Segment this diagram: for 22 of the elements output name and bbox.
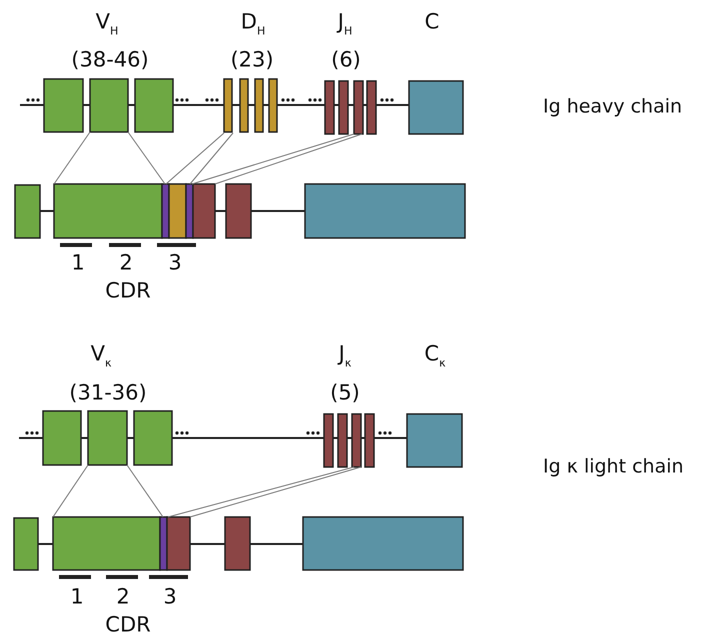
gene-segment-label: D$_{H}$ [240, 12, 266, 32]
gene-segment-label: C$_{κ}$ [424, 344, 446, 364]
gene-segment-label: J$_{κ}$ [338, 344, 352, 364]
gene-segment-label: J$_{H}$ [338, 12, 352, 32]
segment-count: (23) [230, 50, 274, 70]
cdr-number: 3 [168, 252, 182, 274]
gene-segment-label: V$_{κ}$ [90, 344, 112, 364]
segment-count: (31-36) [69, 382, 147, 404]
gene-segment-label: C [424, 12, 440, 32]
segment-count: (6) [331, 50, 361, 70]
cdr-number: 1 [70, 586, 84, 608]
cdr-label: CDR [105, 614, 151, 636]
chain-name: Ig heavy chain [543, 98, 682, 116]
segment-count: (5) [330, 382, 360, 404]
cdr-label: CDR [105, 280, 151, 302]
gene-segment-label: V$_{H}$ [96, 12, 118, 32]
cdr-number: 2 [119, 252, 133, 274]
cdr-number: 3 [163, 586, 177, 608]
segment-count: (38-46) [71, 50, 149, 70]
cdr-number: 2 [116, 586, 130, 608]
cdr-number: 1 [71, 252, 85, 274]
chain-name: Ig κ light chain [543, 458, 684, 476]
